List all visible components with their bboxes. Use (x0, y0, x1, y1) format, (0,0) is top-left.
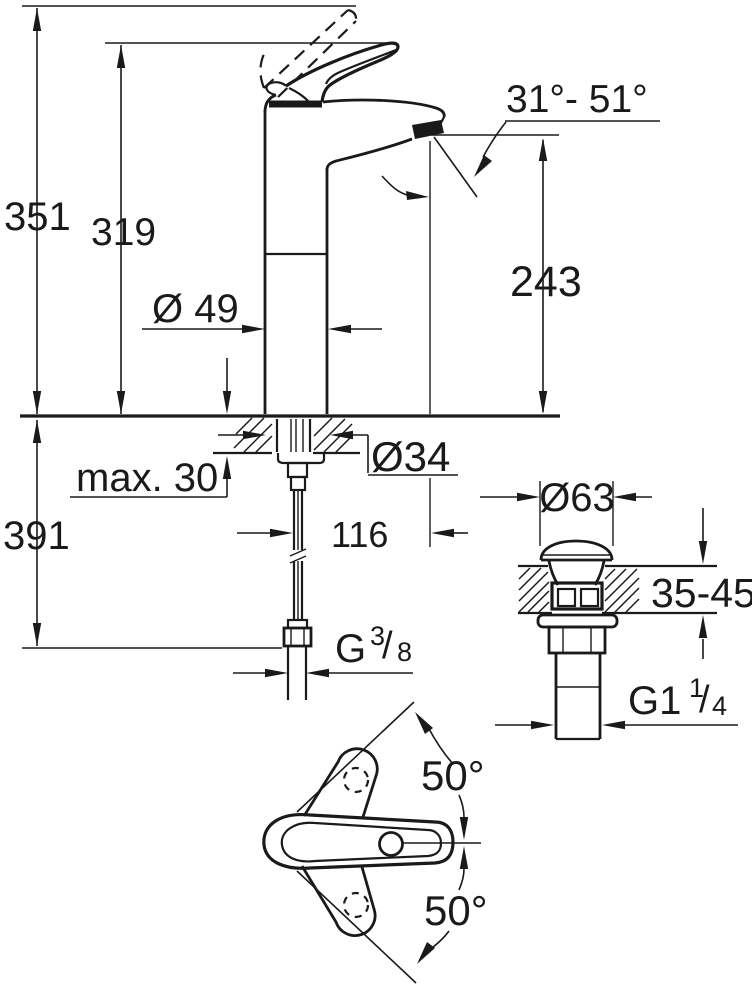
dim-label-49: Ø 49 (152, 287, 239, 331)
lever-handle-raised-dashed (259, 8, 358, 98)
dim-label-351: 351 (4, 195, 71, 239)
dim-label-34: Ø34 (371, 433, 450, 480)
dim-body-diameter-49: Ø 49 (142, 287, 382, 334)
mounting-deck (20, 414, 560, 455)
dim-swivel-upper-50: 50° (415, 712, 485, 840)
dim-drain-thread-g114: G1 1 / 4 (495, 673, 738, 730)
pop-up-rod-and-hose (276, 453, 326, 700)
aerator (412, 120, 444, 139)
dim-label-g38-den: 8 (397, 637, 412, 667)
dim-overall-height-351: 351 (4, 5, 356, 414)
dim-label-g114-slash: / (699, 679, 710, 721)
stream-line (433, 136, 478, 198)
dim-swivel-lower-50: 50° (417, 846, 488, 964)
dim-label-63: Ø63 (539, 476, 615, 520)
dim-label-35-45: 35-45 (651, 570, 752, 616)
dim-below-deck-391: 391 (3, 420, 282, 649)
dim-label-319: 319 (91, 211, 156, 254)
dim-label-243: 243 (510, 258, 582, 306)
dim-label-116: 116 (331, 514, 388, 555)
dim-max-deck-30: max. 30 (70, 358, 232, 500)
drain-view (518, 539, 717, 741)
dim-drain-deck-35-45: 35-45 (651, 508, 752, 659)
dim-shank-diameter-34: Ø34 (218, 430, 458, 480)
dim-label-g38-num: 3 (370, 621, 385, 651)
dim-label-max30: max. 30 (76, 456, 218, 500)
dim-label-angle: 31°- 51° (506, 78, 648, 121)
dim-lever-height-319: 319 (91, 42, 390, 414)
dim-spout-height-243: 243 (431, 134, 582, 414)
lever-handle (285, 41, 400, 104)
dim-label-50-lower: 50° (424, 887, 488, 934)
handle-top-view (262, 701, 481, 984)
main-view-faucet (259, 8, 478, 547)
dim-drain-cap-63: Ø63 (480, 476, 652, 546)
dim-label-391: 391 (3, 514, 70, 558)
dim-supply-thread-g38: G 3 / 8 (233, 621, 413, 678)
dim-label-g38-slash: / (382, 625, 393, 667)
dim-spout-reach-116: 116 (237, 514, 468, 555)
dim-label-g38-prefix: G (335, 627, 366, 671)
dim-label-50-upper: 50° (421, 752, 485, 799)
dimensions: 351 319 243 31°- 51° (3, 5, 752, 964)
dim-spout-angle-31-51: 31°- 51° (381, 78, 660, 200)
dim-label-g114-prefix: G1 (628, 679, 681, 723)
dim-label-g114-den: 4 (712, 691, 727, 721)
dim-label-g114-num: 1 (689, 673, 704, 703)
